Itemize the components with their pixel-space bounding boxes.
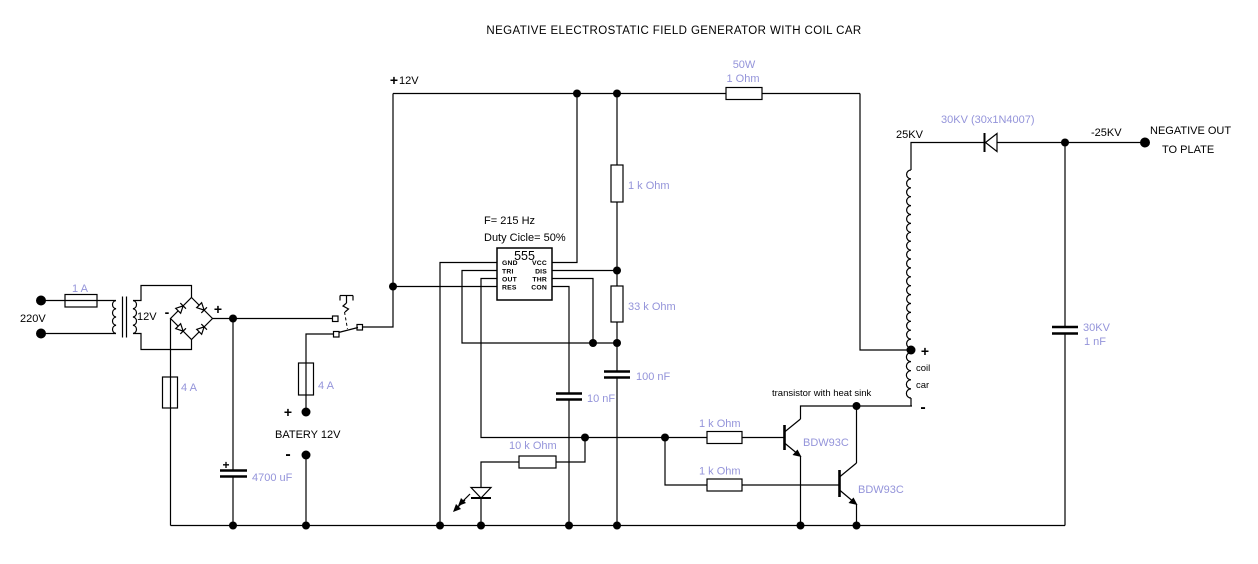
- junction-dot: [613, 266, 621, 275]
- resistor-33k: [610, 285, 624, 323]
- label-ballast-watts: 50W: [733, 59, 756, 71]
- label-bridge-plus: +: [214, 301, 222, 317]
- capacitor-100nf: [604, 370, 630, 379]
- fuse-4a-battery: [297, 362, 315, 396]
- coil-car: [905, 169, 916, 399]
- bridge-rectifier: [169, 296, 214, 341]
- label-coil-name1: coil: [916, 363, 930, 374]
- junction-dot: [229, 314, 237, 323]
- label-coil-hv: 25KV: [896, 129, 924, 141]
- label-mains-voltage: 220V: [20, 313, 46, 325]
- pin-dis: DIS: [535, 269, 547, 276]
- label-rail-plus: +: [390, 72, 398, 88]
- wires: [41, 92, 1145, 527]
- label-coil-minus: -: [920, 399, 925, 416]
- label-r-33k: 33 k Ohm: [628, 301, 676, 313]
- label-ic-555: 555: [514, 249, 535, 263]
- label-c-10nf: 10 nF: [587, 393, 615, 405]
- junction-dot: [613, 89, 621, 98]
- pin-out: OUT: [502, 277, 518, 284]
- label-fuse-4a-rectifier: 4 A: [181, 382, 198, 394]
- power-switch: [331, 294, 364, 338]
- battery-plus-terminal: [301, 407, 311, 417]
- junction-dot: [1061, 138, 1069, 147]
- label-out-cap-value: 1 nF: [1084, 336, 1106, 348]
- pin-tri: TRI: [502, 269, 514, 276]
- pin-con: CON: [531, 285, 547, 292]
- resistor-10k: [518, 455, 557, 469]
- junction-dot: [589, 339, 597, 347]
- led-icon: [453, 486, 493, 512]
- label-fuse-4a-battery: 4 A: [318, 380, 335, 392]
- label-ballast-ohms: 1 Ohm: [726, 73, 759, 85]
- fuse-4a-rectifier: [161, 376, 179, 409]
- label-out-cap-rating: 30KV: [1083, 322, 1111, 334]
- junction-dot: [613, 339, 621, 347]
- bridge-diode-icon: [174, 302, 187, 315]
- battery-minus-terminal: [301, 450, 311, 460]
- label-filter-cap: 4700 uF: [252, 472, 293, 484]
- transformer: [111, 296, 138, 338]
- label-coil-name2: car: [916, 380, 929, 391]
- label-coil-plus: +: [921, 343, 929, 359]
- capacitor-1nf: [1052, 325, 1078, 335]
- label-battery-plus: +: [284, 404, 292, 420]
- label-output-dest1: NEGATIVE OUT: [1150, 125, 1231, 137]
- label-rail-voltage: 12V: [399, 75, 419, 87]
- label-q2: BDW93C: [858, 484, 904, 496]
- resistor-ballast-50w: [725, 86, 763, 101]
- label-heatsink-note: transistor with heat sink: [772, 388, 872, 399]
- label-filter-cap-plus: +: [222, 458, 229, 472]
- resistor-1k-base2: [706, 478, 743, 492]
- pin-vcc: VCC: [532, 260, 547, 267]
- label-r-10k: 10 k Ohm: [509, 440, 557, 452]
- transistor-q2: [838, 462, 858, 505]
- ic-555: [496, 247, 553, 301]
- pin-thr: THR: [532, 277, 547, 284]
- hv-diode-icon: [983, 132, 998, 153]
- label-r-base2: 1 k Ohm: [699, 466, 741, 478]
- junction-dot: [389, 282, 397, 291]
- bridge-diode-icon: [195, 301, 208, 314]
- bridge-diode-icon: [174, 322, 187, 335]
- page-title: NEGATIVE ELECTROSTATIC FIELD GENERATOR W…: [486, 25, 861, 37]
- label-c-100nf: 100 nF: [636, 371, 671, 383]
- junction-dot: [661, 433, 669, 442]
- label-hv-diode: 30KV (30x1N4007): [941, 114, 1035, 126]
- fuse-1a: [64, 293, 98, 308]
- label-output-dest2: TO PLATE: [1162, 144, 1214, 156]
- bridge-diode-icon: [195, 323, 208, 336]
- label-output-hv: -25KV: [1091, 127, 1122, 139]
- mains-terminals: [36, 295, 46, 339]
- capacitor-10nf: [556, 392, 582, 401]
- label-duty-cycle: Duty Cicle= 50%: [484, 232, 566, 244]
- junction-dot: [852, 402, 861, 410]
- pin-gnd: GND: [502, 260, 518, 267]
- label-fuse-1a: 1 A: [72, 283, 89, 295]
- junction-dot: [581, 433, 589, 442]
- pin-res: RES: [502, 285, 517, 292]
- junction-dot: [573, 89, 581, 98]
- label-frequency: F= 215 Hz: [484, 215, 535, 227]
- transistor-q1: [783, 418, 802, 457]
- resistor-1k-timing: [610, 164, 624, 203]
- label-battery: BATERY 12V: [275, 429, 341, 441]
- label-secondary-voltage: 12V: [137, 311, 157, 323]
- label-r-1k: 1 k Ohm: [628, 180, 670, 192]
- output-terminal: [1140, 137, 1150, 148]
- label-r-base1: 1 k Ohm: [699, 418, 741, 430]
- ground-rail-junctions: [229, 521, 861, 530]
- filter-capacitor: [220, 469, 247, 478]
- label-battery-minus: -: [285, 446, 290, 463]
- resistor-1k-base1: [706, 430, 743, 445]
- label-q1: BDW93C: [803, 437, 849, 449]
- label-bridge-minus: -: [165, 304, 170, 320]
